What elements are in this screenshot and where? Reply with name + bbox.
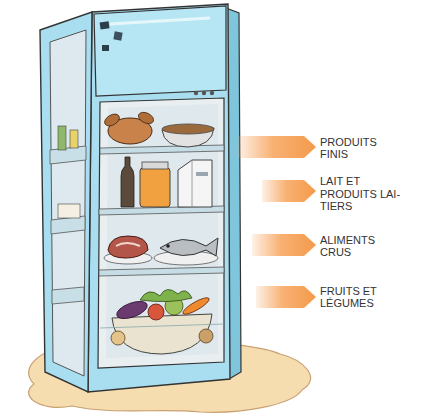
tomato (148, 304, 164, 320)
interior-back (106, 104, 218, 358)
magnet (113, 31, 122, 40)
carton-print (196, 172, 208, 176)
shelf (99, 267, 224, 276)
fridge-door (40, 12, 92, 392)
shelf (100, 145, 224, 154)
control-knob (194, 91, 198, 95)
callout-label: PRODUITS FINIS (320, 136, 404, 161)
magnet (100, 21, 110, 29)
jar (140, 168, 170, 207)
carton-edge (192, 160, 193, 207)
bowl-food (162, 124, 214, 134)
pointer-arrow (256, 286, 316, 308)
door-liner (50, 30, 86, 376)
fridge-interior (98, 98, 224, 368)
fish-eye (166, 244, 170, 248)
door-shelf (51, 216, 85, 234)
door-shelf (50, 146, 86, 164)
pointer-arrow (262, 180, 316, 202)
potato (199, 329, 213, 343)
raw-fish (160, 238, 218, 256)
freezer-door (94, 6, 226, 96)
label-slot: ALIMENTS CRUS (320, 234, 404, 259)
door-egg-box (58, 204, 80, 218)
callout-label: LAIT ET PRODUITS LAI- TIERS (320, 175, 404, 213)
jar-lid (142, 162, 168, 169)
door-highlight (110, 18, 210, 24)
pointer-arrow (252, 234, 316, 256)
fridge-body (88, 4, 230, 392)
magnet (102, 45, 109, 51)
pointer-arrow (238, 136, 316, 158)
chicken-leg (103, 112, 122, 129)
label-slot: FRUITS ET LÉGUMES (320, 285, 404, 310)
control-knob (210, 91, 214, 95)
milk-carton (178, 160, 212, 207)
label-slot: PRODUITS FINIS (320, 136, 404, 161)
chicken-leg (137, 110, 156, 126)
door-shelf (52, 287, 84, 304)
eggplant (115, 298, 150, 322)
control-knob (202, 91, 206, 95)
raw-meat (108, 236, 148, 258)
bottle (121, 157, 134, 207)
callout-label: ALIMENTS CRUS (320, 234, 404, 259)
door-bottle (58, 126, 66, 150)
vegetable-bowl (112, 314, 212, 354)
onion (111, 331, 125, 345)
door-bottle (70, 130, 78, 148)
lettuce (140, 289, 192, 301)
callout-label: FRUITS ET LÉGUMES (320, 285, 404, 310)
label-slot: LAIT ET PRODUITS LAI- TIERS (320, 175, 404, 213)
drawer-front (100, 324, 224, 328)
meat-fat (116, 243, 140, 246)
